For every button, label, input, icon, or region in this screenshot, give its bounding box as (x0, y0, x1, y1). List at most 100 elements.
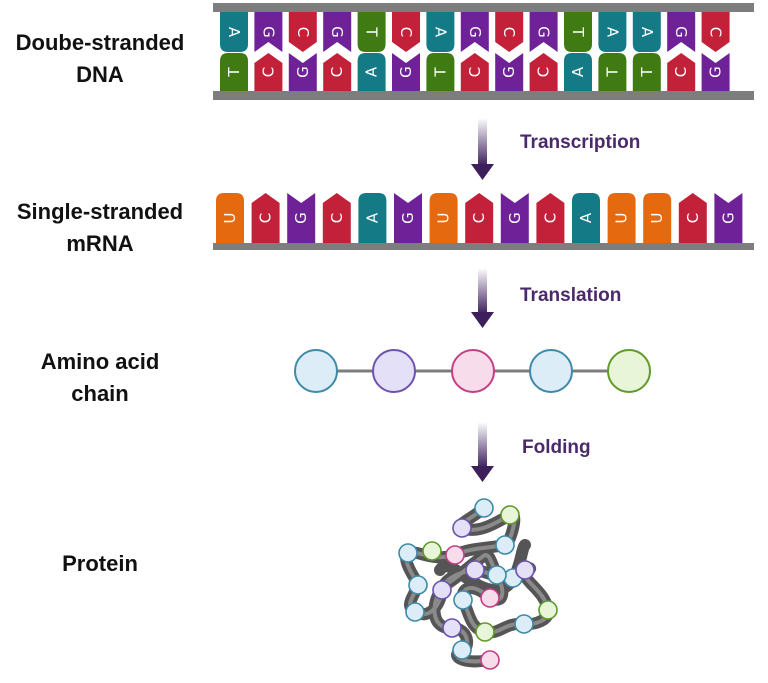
protein-bead (445, 545, 465, 565)
folding-arrow (471, 422, 494, 482)
amino-acid-bead (451, 349, 495, 393)
dna-bottom-base: C (529, 53, 558, 91)
mrna-base: C (322, 193, 351, 243)
mrna-base: C (465, 193, 494, 243)
base-letter: C (500, 27, 518, 37)
amino-acid-chain (294, 349, 651, 393)
base-letter: T (225, 67, 243, 78)
label-dna-line2: DNA (76, 62, 124, 87)
dna-top-base: G (254, 12, 283, 52)
base-letter: C (684, 213, 702, 223)
protein-bead (453, 590, 473, 610)
transcription-arrow (471, 118, 494, 180)
dna-top-base: G (667, 12, 696, 52)
mrna-base: U (216, 193, 244, 243)
protein-bead (487, 565, 507, 585)
base-letter: U (613, 213, 631, 224)
dna-bottom-base: G (288, 53, 317, 91)
dna-top-base: G (323, 12, 352, 52)
base-letter: A (363, 66, 381, 77)
label-mrna: Single-stranded mRNA (0, 196, 200, 260)
base-letter: C (707, 27, 725, 37)
label-dna-line1: Doube-stranded (15, 30, 185, 55)
base-letter: G (466, 26, 484, 38)
base-letter: A (431, 27, 449, 38)
mrna-base: G (287, 193, 316, 243)
dna-bottom-base: C (254, 53, 283, 91)
base-letter: C (259, 67, 277, 77)
mrna-rail (213, 243, 754, 250)
dna-top-base: C (392, 12, 420, 52)
base-letter: T (431, 67, 449, 78)
step-folding: Folding (522, 437, 591, 458)
dna-top-base: G (529, 12, 558, 52)
dna-bottom-base: C (460, 53, 489, 91)
protein-bead (432, 580, 452, 600)
dna-bottom-base: A (357, 53, 386, 91)
label-amino: Amino acid chain (0, 346, 200, 410)
dna-bottom-base: C (323, 53, 352, 91)
step-transcription: Transcription (520, 132, 641, 153)
mrna-base: A (572, 193, 600, 243)
base-letter: G (397, 66, 415, 78)
dna-bottom-base: T (426, 53, 455, 91)
label-dna: Doube-stranded DNA (0, 27, 200, 91)
base-letter: T (363, 26, 381, 37)
dna-top-base: A (220, 12, 248, 52)
label-protein-line1: Protein (62, 551, 138, 576)
base-letter: A (569, 66, 587, 77)
label-mrna-line2: mRNA (66, 231, 134, 256)
dna-top-base: A (426, 12, 455, 52)
dna-top-base: T (564, 12, 592, 52)
dna-top-base: A (598, 12, 627, 52)
mrna-base: C (678, 193, 707, 243)
amino-acid-bead (294, 349, 338, 393)
base-letter: G (672, 26, 690, 38)
dna-bottom-base: G (392, 53, 420, 91)
base-letter: T (569, 26, 587, 37)
dna-bottom-base: A (564, 53, 592, 91)
mrna-base: U (429, 193, 458, 243)
protein-bead (408, 575, 428, 595)
base-letter: U (435, 213, 453, 224)
mrna-base: G (394, 193, 422, 243)
mrna-base: C (536, 193, 565, 243)
base-letter: C (541, 213, 559, 223)
base-letter: G (707, 66, 725, 78)
protein-bead (465, 560, 485, 580)
base-letter: G (500, 66, 518, 78)
mrna-base: U (643, 193, 672, 243)
dna-bottom-base: G (495, 53, 524, 91)
base-letter: G (328, 26, 346, 38)
base-letter: U (221, 213, 239, 224)
base-letter: G (292, 212, 310, 224)
mrna-base: G (500, 193, 529, 243)
base-letter: C (294, 27, 312, 37)
base-letter: T (603, 67, 621, 78)
protein-bead (514, 614, 534, 634)
base-letter: C (328, 213, 346, 223)
base-letter: G (259, 26, 277, 38)
protein-bead (495, 535, 515, 555)
dna-top-base: T (357, 12, 386, 52)
mrna-base: G (714, 193, 743, 243)
base-letter: C (328, 67, 346, 77)
base-letter: G (294, 66, 312, 78)
base-letter: A (225, 27, 243, 38)
dna-bottom-base: G (701, 53, 730, 91)
base-letter: C (466, 67, 484, 77)
mrna-base: A (358, 193, 387, 243)
dna-top-base: A (632, 12, 661, 52)
label-protein: Protein (0, 548, 200, 580)
dna-top-base: G (460, 12, 489, 52)
base-letter: G (535, 26, 553, 38)
protein-bead (442, 618, 462, 638)
protein-bead (480, 650, 500, 670)
protein-bead (405, 602, 425, 622)
mrna-base: C (251, 193, 280, 243)
base-letter: G (719, 212, 737, 224)
